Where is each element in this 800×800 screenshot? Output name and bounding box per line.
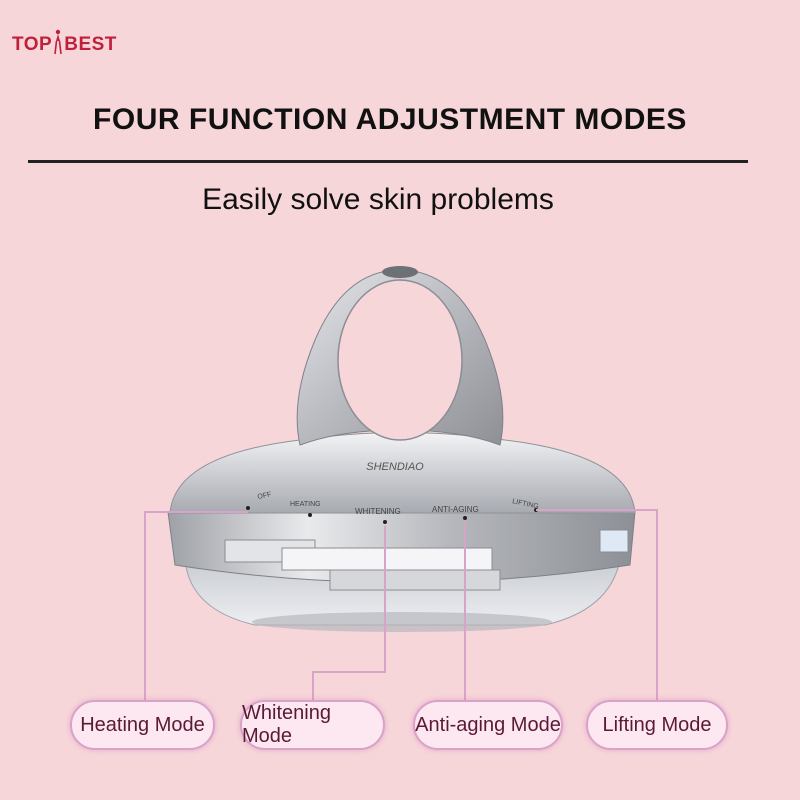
device-label-whitening: WHITENING <box>355 507 401 516</box>
indicator-dot <box>383 520 387 524</box>
lifting-mode-label: Lifting Mode <box>602 713 712 736</box>
callout-line-whitening <box>312 526 386 702</box>
callout-line-heating <box>144 511 248 702</box>
whitening-mode-label: Whitening Mode <box>242 702 331 747</box>
indicator-dot <box>463 516 467 520</box>
device-label-heating: HEATING <box>290 501 321 508</box>
headline-divider <box>28 160 748 163</box>
heating-mode-badge: Heating Mode <box>70 700 215 750</box>
indicator-dot <box>246 506 250 510</box>
heating-mode-label: Heating Mode <box>80 713 205 736</box>
callout-line-lifting <box>536 509 658 702</box>
indicator-dot <box>308 513 312 517</box>
page-headline: FOUR FUNCTION ADJUSTMENT MODES <box>93 103 687 136</box>
brand-logo: TOP BEST <box>12 29 117 58</box>
anti-aging-mode-badge: Anti-aging Mode <box>413 700 563 750</box>
device-brand-label: SHENDIAO <box>366 461 424 473</box>
page-subtitle: Easily solve skin problems <box>202 183 554 216</box>
device-ring-handle <box>296 266 504 446</box>
lifting-mode-badge: Lifting Mode <box>586 700 728 750</box>
device-side-band <box>167 511 636 591</box>
whitening-mode-badge: Whitening Mode <box>240 700 385 750</box>
woman-figure-icon <box>54 29 63 55</box>
device-label-anti-aging: ANTI-AGING <box>432 505 479 514</box>
device-label-off: OFF <box>257 491 272 501</box>
logo-text-right: BEST <box>64 34 117 55</box>
logo-text-left: TOP <box>12 34 53 55</box>
anti-aging-mode-label: Anti-aging Mode <box>415 713 561 736</box>
